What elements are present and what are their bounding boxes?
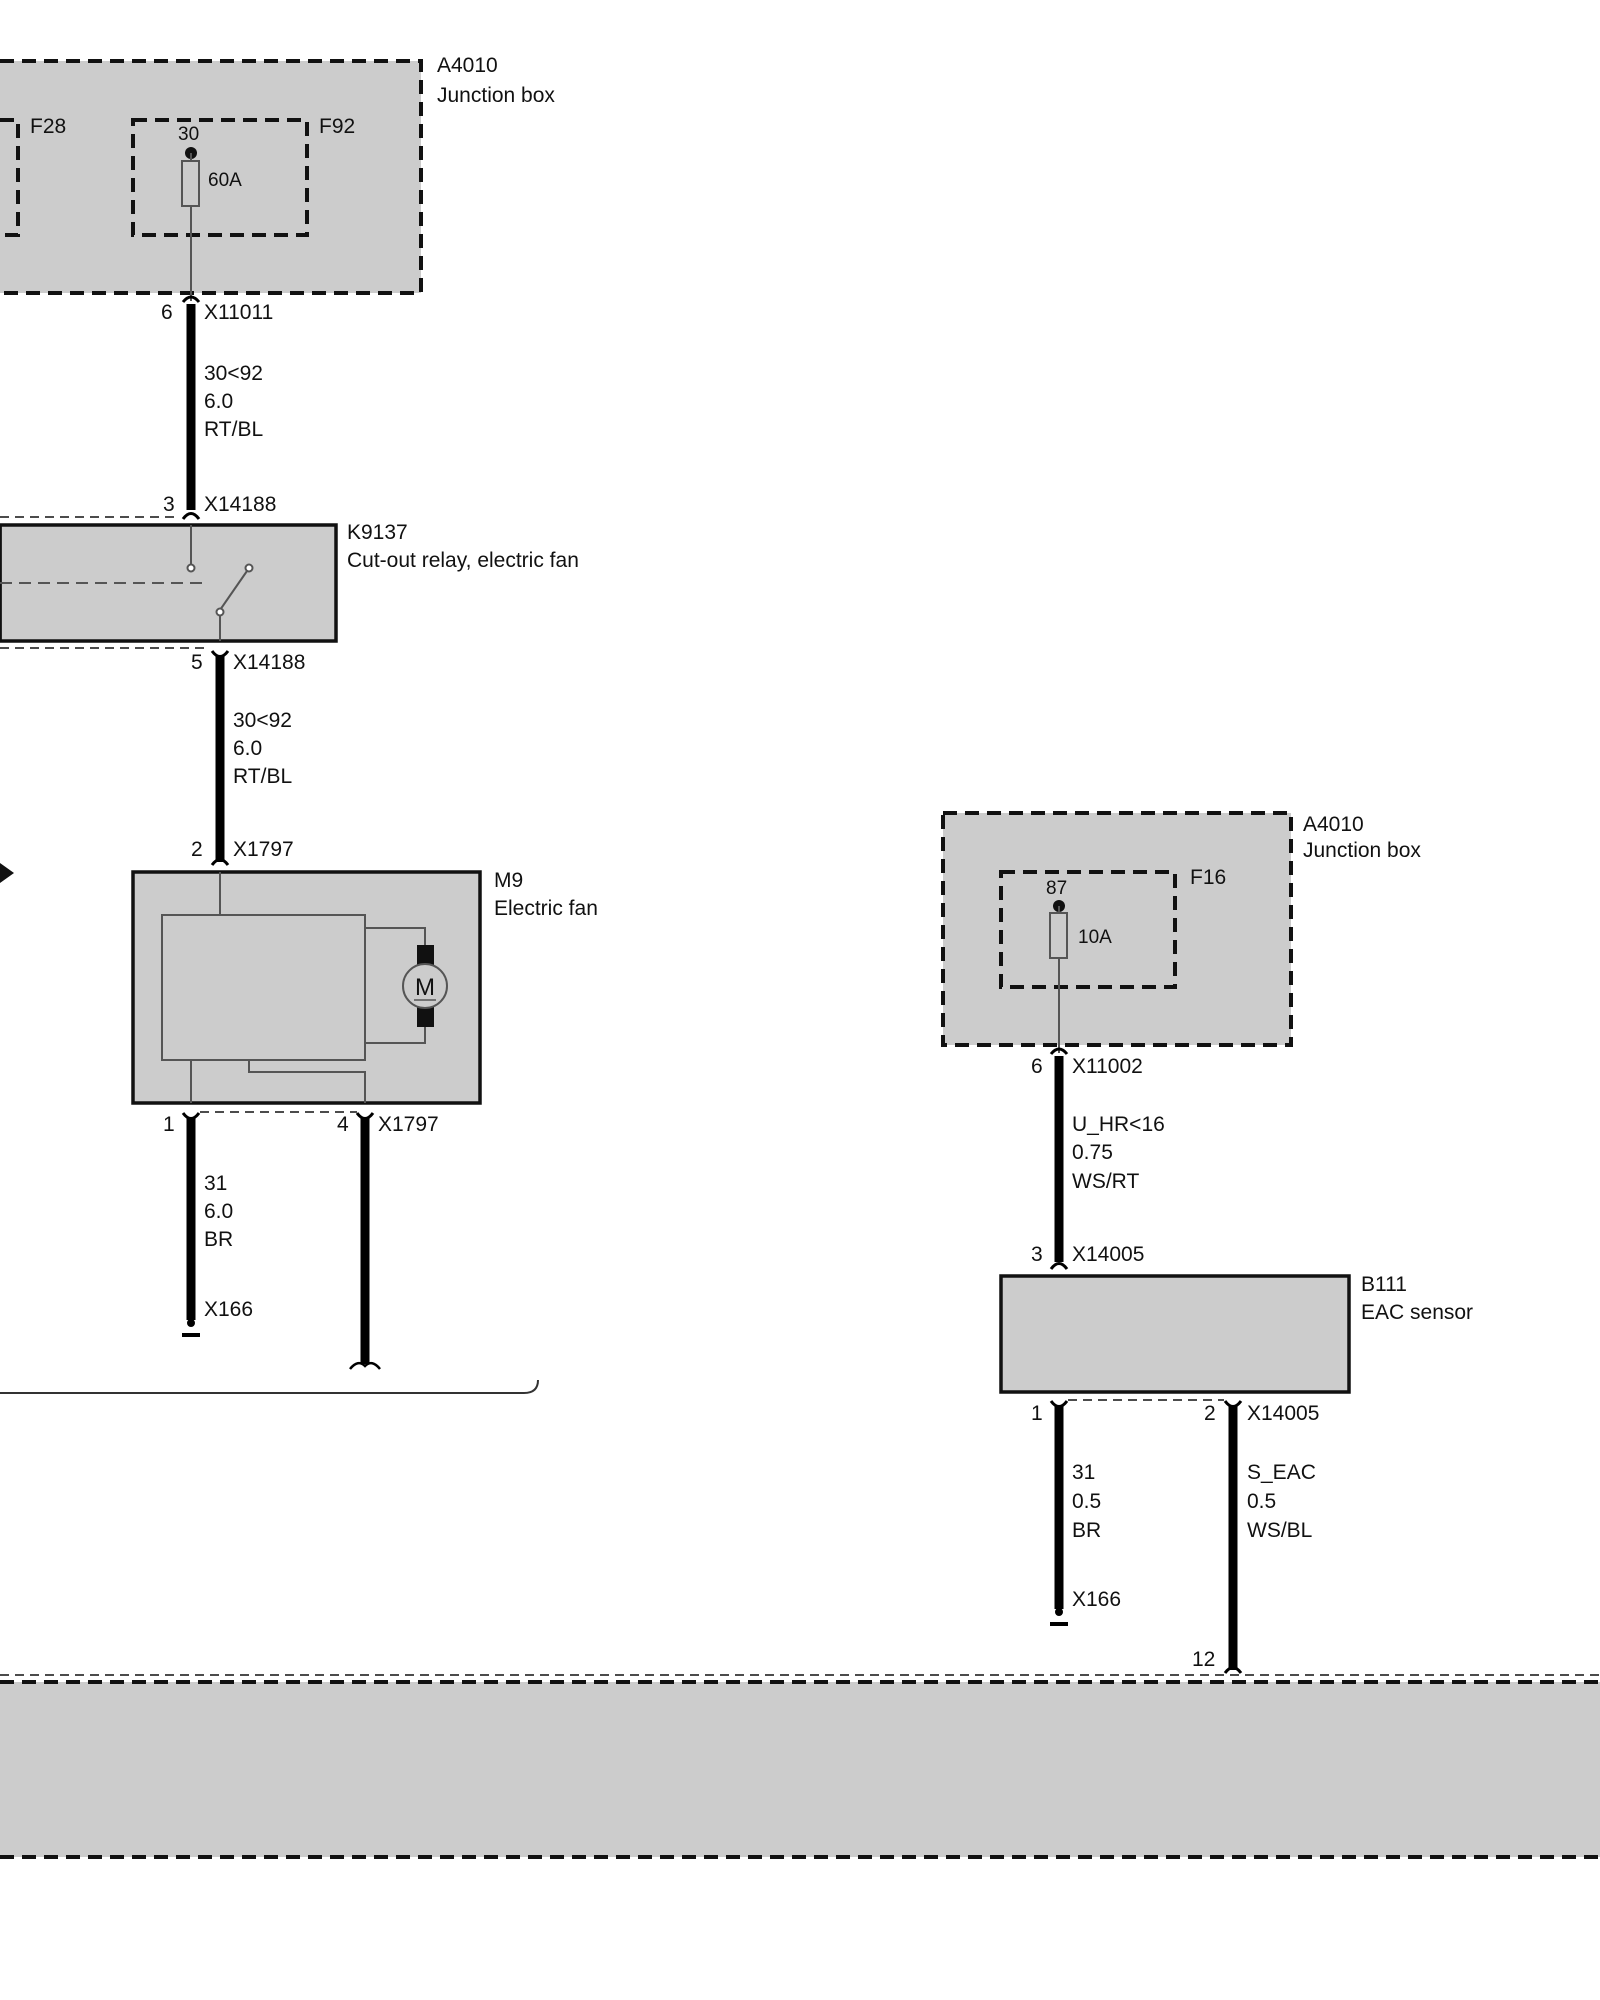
wire-fan-ground-label: X166 (204, 1298, 253, 1321)
fan-pin-signal-label: X1797 (378, 1113, 439, 1136)
sensor-pin-signal-label: X14005 (1247, 1402, 1319, 1425)
wire-top-color: RT/BL (204, 418, 263, 441)
wire-mid-cross-section: 6.0 (233, 737, 262, 760)
sensor-pin-top-label: X14005 (1072, 1243, 1144, 1266)
fuse-f92-label: F92 (319, 115, 355, 138)
bottom-control-unit (0, 1674, 1600, 1859)
wire-sensor-feed-color: WS/RT (1072, 1170, 1139, 1193)
wire-sensor-feed: U_HR<16 0.75 WS/RT (1054, 1056, 1165, 1262)
sensor-name: EAC sensor (1361, 1301, 1473, 1324)
wire-sensor-signal-color: WS/BL (1247, 1519, 1312, 1542)
fuse-f16-terminal: 87 (1046, 878, 1067, 899)
fan-pin-ground: 1 (163, 1113, 175, 1136)
junction-box-right: A4010 Junction box F16 87 10A (941, 811, 1421, 1053)
wire-fan-ground-cross-section: 6.0 (204, 1200, 233, 1223)
wire-sensor-signal-pin: 12 (1192, 1648, 1215, 1671)
wire-sensor-signal: S_EAC 0.5 WS/BL 12 (1192, 1405, 1316, 1674)
wire-top-signal: 30<92 (204, 362, 263, 385)
wire-sensor-signal-name: S_EAC (1247, 1461, 1316, 1484)
wire-fan-ground-signal: 31 (204, 1172, 227, 1195)
sensor-pin-signal: 2 (1204, 1402, 1216, 1425)
wire-mid-signal: 30<92 (233, 709, 292, 732)
fuse-f28-label: F28 (30, 115, 66, 138)
fan-code: M9 (494, 869, 523, 892)
fuse-f92-terminal: 30 (178, 124, 199, 145)
connector-x11002-pin: 6 (1031, 1055, 1043, 1078)
wire-sensor-ground-label: X166 (1072, 1588, 1121, 1611)
connector-x11002: 6 X11002 (1031, 1047, 1143, 1078)
fan-pin-signal: 4 (337, 1113, 349, 1136)
wire-sensor-ground-signal: 31 (1072, 1461, 1095, 1484)
wire-top-cross-section: 6.0 (204, 390, 233, 413)
sensor-pin-ground: 1 (1031, 1402, 1043, 1425)
sensor-pin-top: 3 (1031, 1243, 1043, 1266)
wire-mid: 30<92 6.0 RT/BL (215, 655, 292, 862)
sensor-code: B111 (1361, 1273, 1407, 1296)
relay-pin-out: 5 (191, 651, 203, 674)
junction-box-right-code: A4010 (1303, 813, 1364, 836)
relay-pin-out-label: X14188 (233, 651, 305, 674)
relay-code: K9137 (347, 521, 408, 544)
motor-icon: M (402, 945, 448, 1027)
relay-pin-in: 3 (163, 493, 175, 516)
fuse-f92-rating: 60A (208, 170, 242, 191)
wire-sensor-signal-cross-section: 0.5 (1247, 1490, 1276, 1513)
junction-box-right-name: Junction box (1303, 839, 1421, 862)
fuse-f16-rating: 10A (1078, 927, 1112, 948)
fan-pin-top: 2 (191, 838, 203, 861)
wire-fan-ground-color: BR (204, 1228, 233, 1251)
wire-fan-signal (349, 1117, 381, 1370)
connector-x11002-label: X11002 (1072, 1055, 1143, 1078)
connector-x11011-pin: 6 (161, 301, 173, 324)
wire-sensor-ground-cross-section: 0.5 (1072, 1490, 1101, 1513)
junction-box-top-code: A4010 (437, 54, 498, 77)
fan-pin-top-label: X1797 (233, 838, 294, 861)
fuse-f16-label: F16 (1190, 866, 1226, 889)
eac-sensor-b111: 3 X14005 B111 EAC sensor 1 2 X14005 (999, 1243, 1473, 1425)
group-bracket (0, 1379, 539, 1394)
wire-sensor-ground-color: BR (1072, 1519, 1101, 1542)
fan-name: Electric fan (494, 897, 598, 920)
junction-box-top: A4010 Junction box F28 F92 30 60A (0, 54, 555, 301)
connector-x11011: 6 X11011 (161, 295, 273, 324)
relay-switch-icon (0, 525, 254, 641)
relay-pin-in-label: X14188 (204, 493, 276, 516)
arrow-right-icon (0, 863, 14, 883)
junction-box-top-name: Junction box (437, 84, 555, 107)
wire-fan-ground: 31 6.0 BR X166 (182, 1117, 253, 1337)
relay-k9137: 3 X14188 K9137 Cut-out relay, electric f… (0, 493, 579, 674)
wire-sensor-ground: 31 0.5 BR X166 (1050, 1405, 1121, 1626)
electric-fan-m9: 2 X1797 M9 Electric fan M 1 4 X1797 (131, 838, 598, 1136)
motor-symbol: M (415, 974, 435, 1001)
relay-name: Cut-out relay, electric fan (347, 549, 579, 572)
connector-x11011-label: X11011 (204, 301, 273, 324)
wire-mid-color: RT/BL (233, 765, 292, 788)
wire-top: 30<92 6.0 RT/BL (186, 304, 263, 510)
wire-sensor-feed-cross-section: 0.75 (1072, 1141, 1113, 1164)
wire-sensor-feed-signal: U_HR<16 (1072, 1113, 1165, 1136)
